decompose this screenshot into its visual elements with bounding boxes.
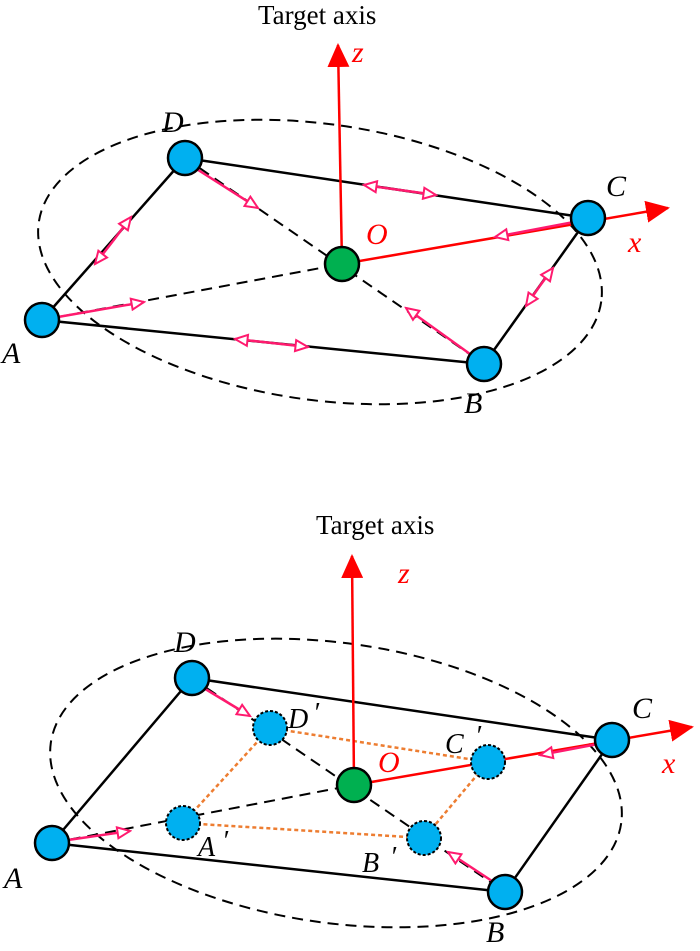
top-double-arrow-ad <box>95 217 131 264</box>
bottom-node-a-prime <box>165 805 201 841</box>
bottom-target-axis-title: Target axis <box>316 510 434 540</box>
top-z-label: z <box>351 36 364 69</box>
bottom-contracted-formation <box>182 726 489 840</box>
top-node-c <box>569 199 607 237</box>
bottom-z-label: z <box>397 557 410 590</box>
top-origin-label: O <box>366 218 388 251</box>
top-label-d: D <box>161 106 184 139</box>
bottom-arrow-d-to-dprime <box>201 685 250 716</box>
top-arrow-d-to-center <box>194 166 258 208</box>
bottom-diagram: Target axis z x O <box>2 510 694 949</box>
bottom-label-b: B <box>486 916 504 949</box>
svg-text:C: C <box>445 729 464 760</box>
top-double-arrow-dc <box>364 185 436 195</box>
bottom-label-b-prime: B ′ <box>362 842 397 879</box>
top-arrow-b-to-center <box>406 308 471 356</box>
bottom-node-d-prime <box>252 710 288 746</box>
bottom-node-c-prime <box>470 744 506 780</box>
top-label-b: B <box>464 387 482 420</box>
top-double-arrow-ba <box>235 339 308 347</box>
top-double-arrow-cb <box>526 268 553 306</box>
top-node-a <box>23 301 61 339</box>
top-origin-node <box>323 245 361 283</box>
bottom-arrow-c-to-cprime <box>540 742 599 755</box>
svg-text:′: ′ <box>313 698 320 729</box>
bottom-edge-cb <box>503 739 614 893</box>
bottom-arrow-a-to-aprime <box>67 831 130 842</box>
svg-text:A: A <box>196 832 216 863</box>
top-arrow-c-to-center <box>495 220 575 237</box>
top-formation-circle <box>37 118 603 406</box>
svg-text:D: D <box>287 704 308 735</box>
bottom-node-b <box>486 873 524 911</box>
top-node-d <box>166 139 204 177</box>
bottom-label-d: D <box>173 626 196 659</box>
top-node-b <box>465 345 503 383</box>
top-arrow-a-to-center <box>57 302 144 319</box>
bottom-node-d <box>173 659 211 697</box>
bottom-formation-circle <box>49 637 623 929</box>
top-diagram: Target axis z x O <box>0 0 670 420</box>
bottom-diagonal-ao <box>51 784 355 844</box>
bottom-origin-label: O <box>378 746 400 779</box>
bottom-node-b-prime <box>406 820 442 856</box>
bottom-edge-ba <box>51 841 506 894</box>
bottom-arrow-b-to-bprime <box>448 852 493 883</box>
bottom-origin-node <box>335 766 373 804</box>
bottom-label-c: C <box>632 692 653 725</box>
bottom-label-c-prime: C ′ <box>445 721 482 760</box>
bottom-label-d-prime: D ′ <box>287 698 320 735</box>
bottom-node-a <box>33 824 71 862</box>
bottom-z-axis <box>341 554 364 786</box>
top-diagonal-ao <box>41 263 343 321</box>
bottom-node-c <box>593 721 631 759</box>
bottom-label-a: A <box>2 862 23 895</box>
svg-text:′: ′ <box>475 721 482 752</box>
bottom-edge-dc <box>191 676 613 742</box>
top-label-a: A <box>0 337 21 370</box>
top-label-c: C <box>606 170 627 203</box>
top-target-axis-title: Target axis <box>258 0 376 30</box>
svg-text:B: B <box>362 848 379 879</box>
svg-text:′: ′ <box>390 842 397 873</box>
bottom-x-label: x <box>661 747 676 780</box>
bottom-x-axis <box>353 719 694 787</box>
top-z-axis <box>327 43 350 265</box>
svg-text:′: ′ <box>222 826 229 857</box>
bottom-edge-ad <box>51 677 193 844</box>
top-x-label: x <box>627 226 642 259</box>
bottom-label-a-prime: A ′ <box>196 826 229 863</box>
